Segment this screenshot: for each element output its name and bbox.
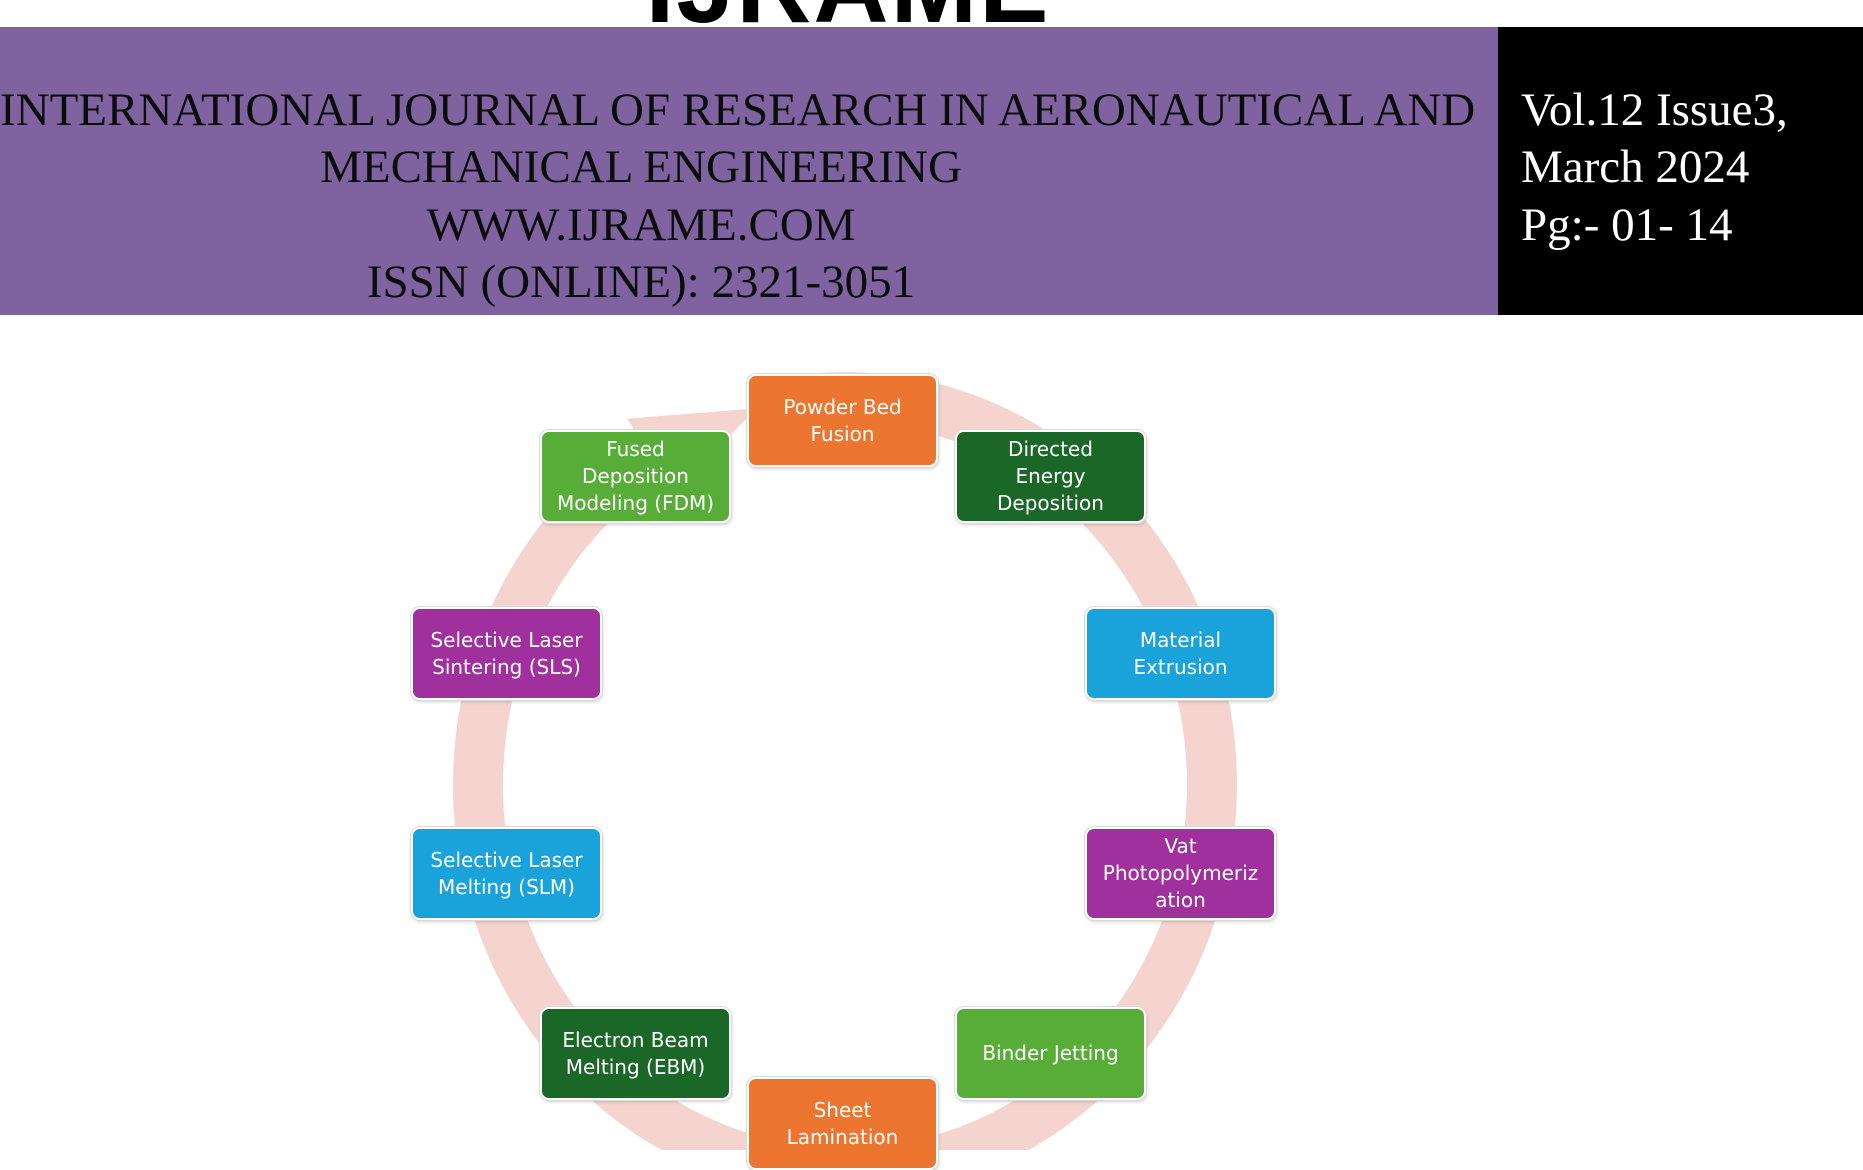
node-powder-bed-fusion: Powder Bed Fusion (747, 374, 938, 467)
journal-logo: IJRAME (0, 0, 1863, 27)
journal-website: WWW.IJRAME.COM (426, 199, 856, 251)
journal-header-banner: INTERNATIONAL JOURNAL OF RESEARCH IN AER… (0, 27, 1498, 315)
issue-volume: Vol.12 Issue3, (1521, 84, 1788, 136)
issue-date: March 2024 (1521, 141, 1750, 193)
issue-info-box: Vol.12 Issue3, March 2024 Pg:- 01- 14 (1498, 27, 1863, 315)
journal-title-line-2: MECHANICAL ENGINEERING (320, 141, 962, 193)
node-fused-deposition-modeling: Fused Deposition Modeling (FDM) (540, 430, 731, 523)
node-directed-energy-deposition: Directed Energy Deposition (955, 430, 1146, 523)
node-selective-laser-melting: Selective Laser Melting (SLM) (411, 827, 602, 920)
issue-pages: Pg:- 01- 14 (1521, 199, 1733, 251)
journal-title-line-1: INTERNATIONAL JOURNAL OF RESEARCH IN AER… (0, 84, 1476, 136)
node-vat-photopolymerization: Vat Photopolymeriz ation (1085, 827, 1276, 920)
node-material-extrusion: Material Extrusion (1085, 607, 1276, 700)
node-selective-laser-sintering: Selective Laser Sintering (SLS) (411, 607, 602, 700)
node-binder-jetting: Binder Jetting (955, 1007, 1146, 1100)
node-sheet-lamination: Sheet Lamination (747, 1077, 938, 1170)
journal-logo-text: IJRAME (608, 0, 1088, 27)
node-electron-beam-melting: Electron Beam Melting (EBM) (540, 1007, 731, 1100)
journal-issn: ISSN (ONLINE): 2321-3051 (366, 256, 916, 308)
